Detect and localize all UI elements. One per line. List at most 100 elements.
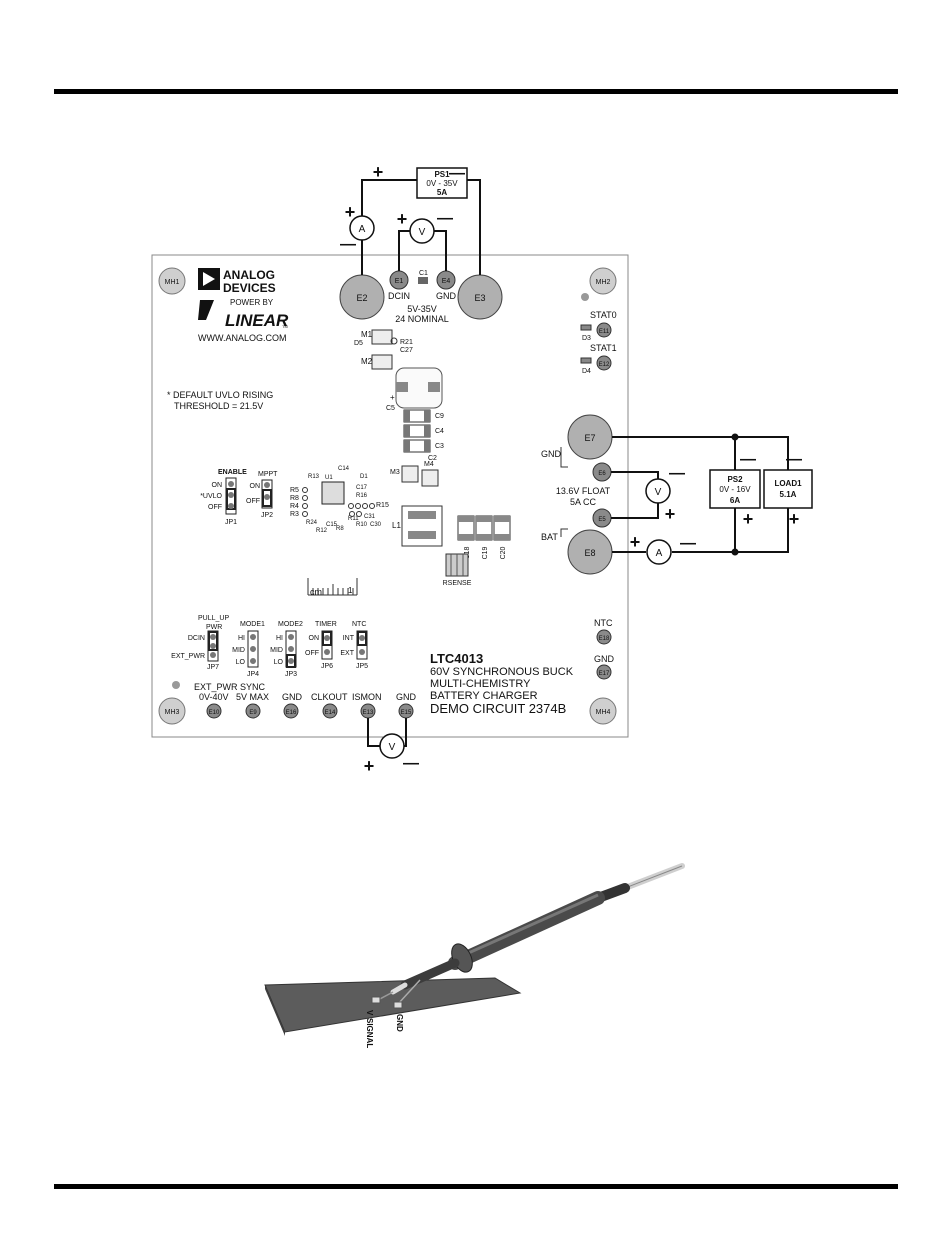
svg-text:STAT1: STAT1 — [590, 343, 617, 353]
polarity-marks: + — — [364, 755, 419, 776]
terminal-e13[interactable]: E13 — [360, 703, 376, 719]
part-label: R21 — [400, 339, 413, 346]
gnd-label: GND — [594, 654, 615, 664]
uvlo-note: * DEFAULT UVLO RISING — [167, 390, 273, 400]
svg-text:—: — — [669, 465, 685, 482]
svg-text:R8: R8 — [336, 526, 344, 532]
svg-text:JP3: JP3 — [285, 671, 297, 678]
svg-text:JP6: JP6 — [321, 663, 333, 670]
mosfet-m3: M3 — [390, 465, 419, 483]
terminal-e5[interactable]: E5 — [592, 508, 612, 528]
terminal-e17[interactable]: E17 — [596, 664, 612, 680]
svg-text:EXT_PWR: EXT_PWR — [171, 653, 205, 660]
terminal-e3[interactable]: E3 — [457, 274, 503, 320]
svg-text:—: — — [680, 535, 696, 552]
mosfet-m2: M2 — [361, 354, 393, 370]
voltmeter-ismon: V — [379, 733, 405, 759]
pcb-board — [151, 254, 629, 738]
svg-text:POWER BY: POWER BY — [230, 298, 274, 307]
ps1-wiring — [361, 179, 481, 275]
mosfet-m4: M4 — [421, 461, 439, 487]
svg-text:JP5: JP5 — [356, 663, 368, 670]
svg-text:MID: MID — [270, 647, 283, 654]
terminal-e6[interactable]: E6 — [592, 462, 612, 482]
clkout-label: CLKOUT — [311, 692, 348, 702]
jumper-jp2[interactable]: MPPT ON OFF JP2 — [246, 471, 278, 519]
jumper-jp5[interactable]: NTC INT EXT JP5 — [340, 621, 368, 670]
ext-pwr-label: EXT_PWR — [194, 682, 238, 692]
dcin-label: DCIN — [388, 291, 410, 301]
board-title-block: LTC4013 60V SYNCHRONOUS BUCK MULTI-CHEMI… — [430, 651, 574, 716]
charge-spec: 5A CC — [570, 497, 597, 507]
mosfet-m1: M1 — [361, 329, 393, 345]
svg-text:+: + — [789, 509, 800, 529]
svg-text:M4: M4 — [424, 461, 434, 468]
svg-text:R3: R3 — [290, 511, 299, 518]
svg-text:E6: E6 — [598, 471, 606, 477]
small-part-labels: R5 R8 R4 R3 R15 R16 C17 R13 C14 D1 R24 R… — [290, 466, 389, 534]
terminal-e18[interactable]: E18 — [596, 629, 612, 645]
svg-text:+: + — [630, 532, 641, 552]
svg-text:ANALOG: ANALOG — [223, 268, 275, 282]
svg-text:C5: C5 — [386, 405, 395, 412]
fiducial — [172, 681, 180, 689]
rsense-resistor: RSENSE — [443, 553, 472, 587]
svg-text:JP4: JP4 — [247, 671, 259, 678]
terminal-e7[interactable]: E7 — [567, 414, 613, 460]
svg-text:C30: C30 — [370, 522, 382, 528]
terminal-e14[interactable]: E14 — [322, 703, 338, 719]
gnd-label: GND — [396, 692, 417, 702]
input-spec: 5V-35V — [407, 304, 437, 314]
jumper-jp6[interactable]: TIMER ON OFF JP6 — [305, 621, 337, 670]
terminal-e15[interactable]: E15 — [398, 703, 414, 719]
svg-text:MULTI-CHEMISTRY: MULTI-CHEMISTRY — [430, 678, 531, 690]
terminal-e1[interactable]: E1 — [389, 270, 409, 290]
resistor-r21 — [390, 337, 398, 345]
terminal-e2[interactable]: E2 — [339, 274, 385, 320]
svg-text:R16: R16 — [356, 493, 368, 499]
ammeter-input: A — [349, 215, 375, 241]
svg-text:—: — — [403, 755, 419, 772]
jumper-jp7[interactable]: PULL_UP PWR DCIN EXT_PWR JP7 — [171, 615, 229, 671]
terminal-e10[interactable]: E10 — [206, 703, 222, 719]
terminal-e9[interactable]: E9 — [245, 703, 261, 719]
svg-text:L1: L1 — [392, 521, 401, 530]
ismon-label: ISMON — [352, 692, 382, 702]
svg-text:E10: E10 — [209, 710, 220, 716]
svg-text:C3: C3 — [435, 443, 444, 450]
svg-text:1: 1 — [348, 586, 353, 595]
capacitor-c1 — [418, 277, 428, 284]
svg-text:SIGNAL: SIGNAL — [365, 1018, 374, 1048]
svg-text:MODE1: MODE1 — [240, 621, 265, 628]
svg-text:+: + — [345, 202, 356, 222]
jumper-jp1[interactable]: ENABLE ON *UVLO OFF JP1 — [200, 469, 247, 526]
mounting-hole: MH3 — [158, 697, 186, 725]
terminal-e8[interactable]: E8 — [567, 529, 613, 575]
svg-text:MH4: MH4 — [596, 709, 611, 716]
status-stat1: STAT1 D4 E12 — [580, 343, 617, 375]
svg-text:V: V — [365, 1010, 374, 1016]
svg-text:+: + — [373, 162, 384, 182]
svg-text:E5: E5 — [598, 517, 606, 523]
svg-text:—: — — [786, 451, 802, 468]
svg-text:0V - 16V: 0V - 16V — [719, 485, 751, 494]
svg-text:+: + — [390, 393, 395, 402]
terminal-e16[interactable]: E16 — [283, 703, 299, 719]
svg-text:ON: ON — [250, 483, 261, 490]
terminal-e4[interactable]: E4 — [436, 270, 456, 290]
sync-label: SYNC — [240, 682, 266, 692]
svg-text:LO: LO — [236, 659, 246, 666]
svg-text:—: — — [740, 451, 756, 468]
svg-text:M3: M3 — [390, 469, 400, 476]
battery-wiring — [611, 436, 789, 553]
jumper-jp4[interactable]: MODE1 HI MID LO JP4 — [232, 621, 265, 678]
svg-text:E14: E14 — [325, 710, 336, 716]
charge-spec: 13.6V FLOAT — [556, 486, 611, 496]
input-spec: 24 NOMINAL — [395, 314, 449, 324]
gnd-side-label: GND — [541, 449, 562, 459]
svg-text:PULL_UP: PULL_UP — [198, 615, 229, 622]
svg-text:C15: C15 — [326, 522, 338, 528]
svg-text:5A: 5A — [437, 188, 447, 197]
svg-text:R15: R15 — [376, 502, 389, 509]
jumper-jp3[interactable]: MODE2 HI MID LO JP3 — [270, 621, 303, 678]
